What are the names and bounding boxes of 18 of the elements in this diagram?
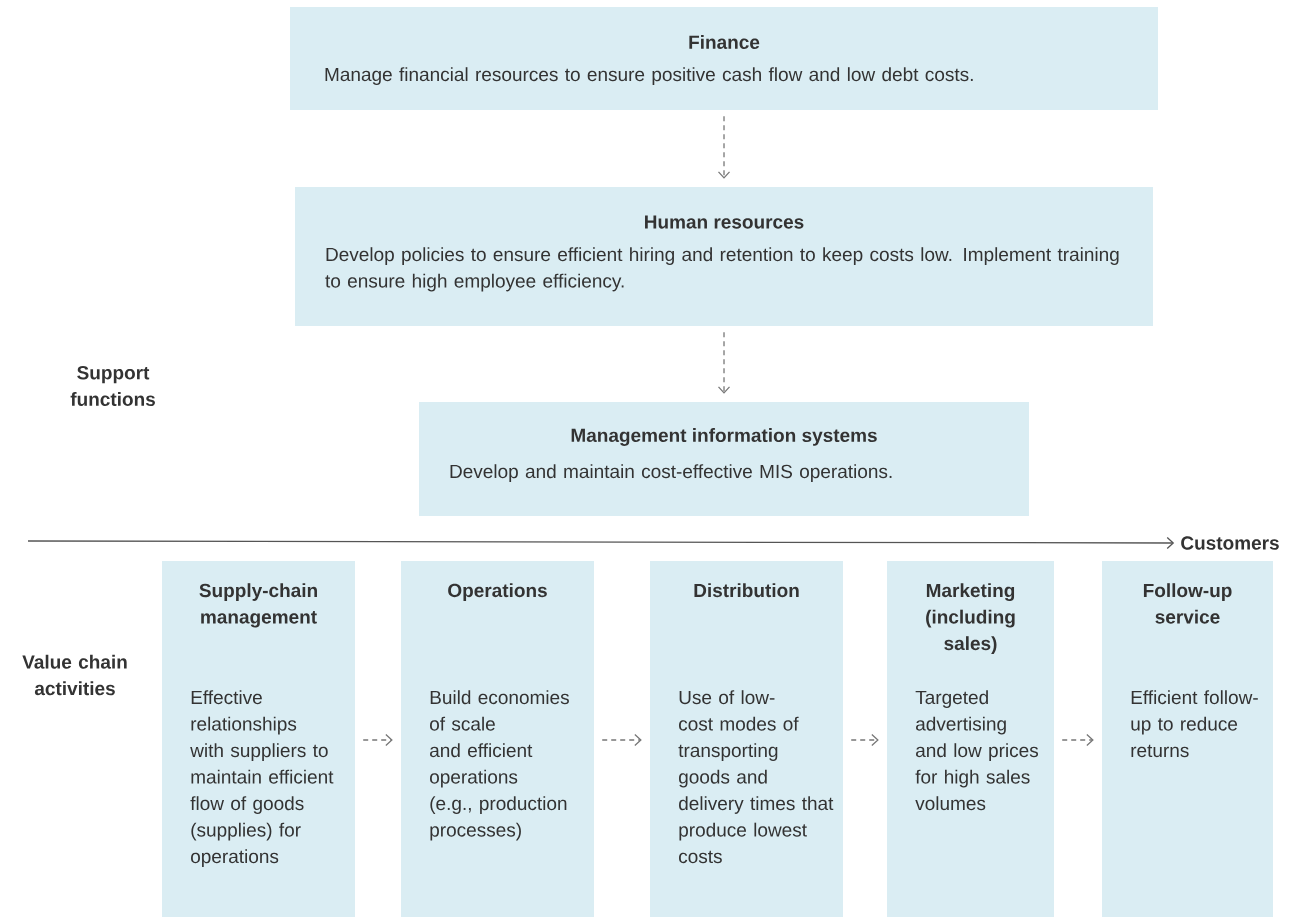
- arrow: [850, 733, 879, 747]
- process-box: Human resources Develop policies to ensure efficient hiring and retention to keep costs low. Implement training to ensure high employee efficiency.: [295, 187, 1153, 326]
- process-box: Finance Manage financial resources to ensure positive cash flow and low debt costs.: [290, 7, 1158, 110]
- arrow: [717, 115, 731, 179]
- arrow: [1061, 733, 1094, 747]
- process-box: Follow-up service Efficient follow-up to reduce returns: [1102, 561, 1273, 917]
- side-label: Value chain activities: [22, 654, 127, 696]
- customers-label: Customers: [1181, 536, 1279, 550]
- process-box: Marketing (including sales) Targeted advertising and low prices for high sales volumes: [887, 561, 1054, 917]
- arrow: [601, 733, 642, 747]
- arrow: [27, 536, 1175, 550]
- process-box: Management information systems Develop and maintain cost-effective MIS operations.: [419, 402, 1029, 516]
- arrow: [717, 331, 731, 394]
- side-label: Support functions: [70, 366, 155, 406]
- process-box: Operations Build economies of scale and efficient operations (e.g., production processes): [401, 561, 594, 917]
- process-box: Supply-chain management Effective relationships with suppliers to maintain efficient flow of goods (supplies) for operations: [162, 561, 355, 917]
- process-box: Distribution Use of low-cost modes of transporting goods and delivery times that produce lowest costs: [650, 561, 843, 917]
- arrow: [362, 733, 393, 747]
